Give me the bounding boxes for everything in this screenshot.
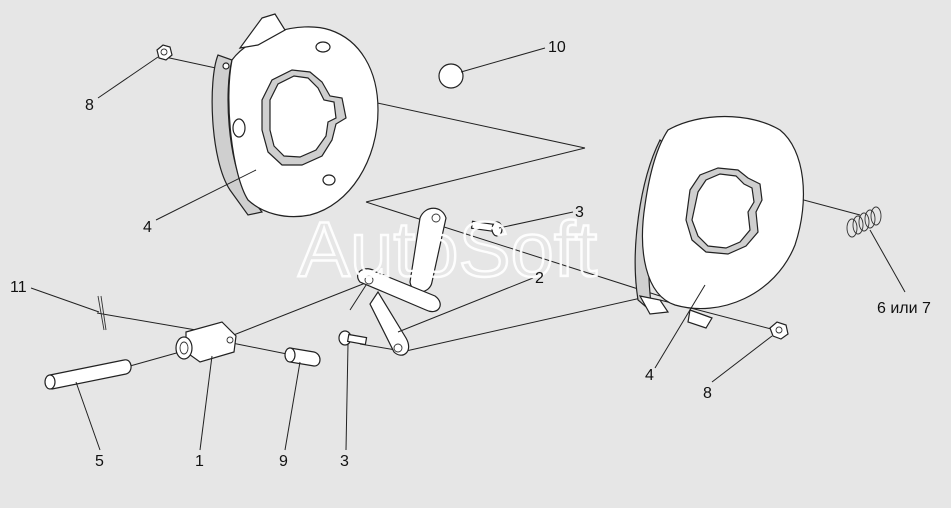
watermark: AutoSoft (298, 205, 598, 293)
callout-8-bottom: 8 (703, 385, 712, 402)
callout-labels: 10 8 4 3 2 11 6 или 7 4 8 5 1 9 3 (10, 39, 931, 470)
ball-part-10 (438, 63, 464, 89)
callout-3-upper: 3 (575, 204, 584, 221)
callout-5: 5 (95, 453, 104, 470)
nut-part-8-bottom (769, 321, 789, 340)
callout-1: 1 (195, 453, 204, 470)
link-plate-part-2 (357, 207, 447, 356)
spring-part-6-or-7 (846, 206, 882, 238)
callout-2: 2 (535, 270, 544, 287)
callout-4-right: 4 (645, 367, 654, 384)
bolt-part-3-upper (470, 220, 503, 237)
callout-8-top: 8 (85, 97, 94, 114)
callout-4-left: 4 (143, 219, 152, 236)
callout-6-or-7: 6 или 7 (877, 300, 931, 317)
callout-3-lower: 3 (340, 453, 349, 470)
bolt-part-3-lower (338, 330, 368, 346)
leader-lines (30, 47, 906, 451)
right-plate-part-4 (634, 115, 804, 329)
callout-10: 10 (548, 39, 566, 56)
callout-11: 11 (10, 279, 27, 296)
cotter-pin-part-11 (97, 295, 107, 331)
callout-9: 9 (279, 453, 288, 470)
left-plate-part-4 (211, 13, 379, 218)
pin-part-5 (44, 359, 132, 390)
bushing-part-9 (284, 347, 321, 367)
clevis-part-1 (175, 321, 237, 363)
nut-part-8-top (156, 44, 173, 61)
